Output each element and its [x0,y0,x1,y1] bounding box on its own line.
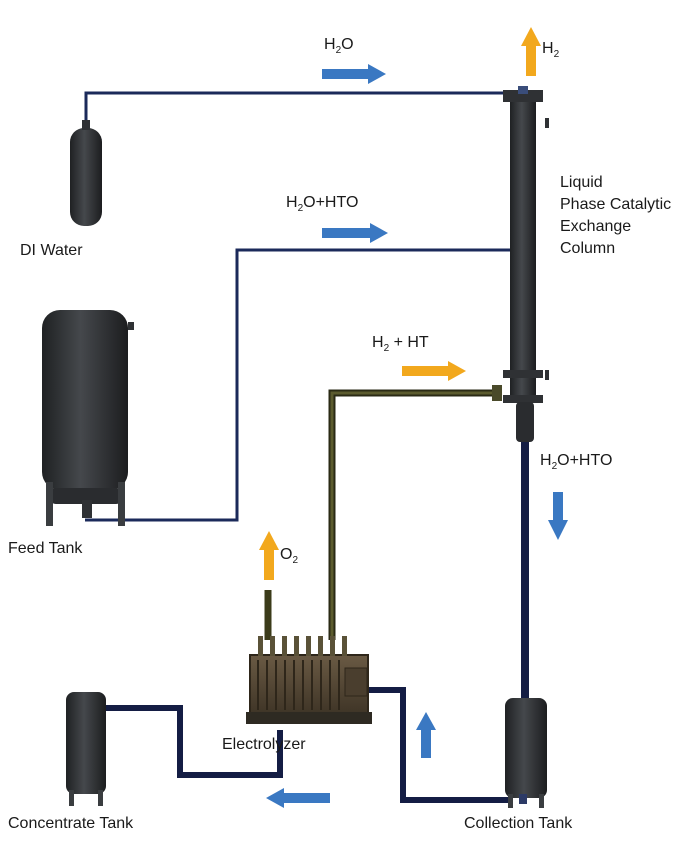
electrolyzer-terminal [258,636,263,656]
electrolyzer-terminal [270,636,275,656]
pipe-electrolyzer-to-concentrate [105,705,283,778]
arrow-h2o-hto-right-icon [322,223,388,243]
pipe-electrolyzer-to-column [328,389,500,640]
concentrate-tank [66,692,106,806]
feed-tank [42,310,134,526]
pipe-feed-tank-to-column [85,248,512,522]
electrolyzer-terminal [342,636,347,656]
flow-arrows [259,27,568,808]
column-label: Liquid Phase Catalytic Exchange Column [560,172,671,260]
feed-tank-label: Feed Tank [8,540,83,557]
arrow-h2-ht-right-icon [402,361,466,381]
column-label-line3: Exchange [560,218,632,235]
pipe-collection-to-electrolyzer [365,687,510,803]
electrolyzer-label: Electrolyzer [222,736,306,753]
flow-label-o2-out: O2 [280,546,299,567]
electrolyzer-terminal [318,636,323,656]
column-label-line2: Phase Catalytic [560,196,672,213]
flow-label-h2-ht: H2 + HT [372,334,429,355]
electrolyzer [246,636,372,724]
arrow-h2-up-icon [521,27,541,76]
di-water-tank [70,120,102,226]
collection-tank-label: Collection Tank [464,815,573,832]
column-label-line1: Liquid [560,174,603,191]
electrolyzer-terminal [306,636,311,656]
arrow-left-to-concentrate-icon [266,788,330,808]
flow-label-h2o-hto-feed: H2O+HTO [286,194,359,215]
concentrate-tank-label: Concentrate Tank [8,815,134,832]
electrolyzer-terminal [294,636,299,656]
pipe-di-water-to-column [84,91,520,130]
arrow-h2o-right-icon [322,64,386,84]
flow-label-h2o-hto-down: H2O+HTO [540,452,613,473]
collection-tank [505,698,547,808]
electrolyzer-terminal [330,636,335,656]
arrow-o2-up-icon [259,531,279,580]
flow-label-h2-out: H2 [542,40,560,61]
column-label-line4: Column [560,240,616,257]
di-water-label: DI Water [20,242,83,259]
arrow-up-to-electrolyzer-icon [416,712,436,758]
exchange-column [492,86,549,442]
pipes [84,91,529,803]
electrolyzer-terminal [282,636,287,656]
arrow-h2o-hto-down-icon [548,492,568,540]
flow-label-h2o: H2O [324,36,354,57]
